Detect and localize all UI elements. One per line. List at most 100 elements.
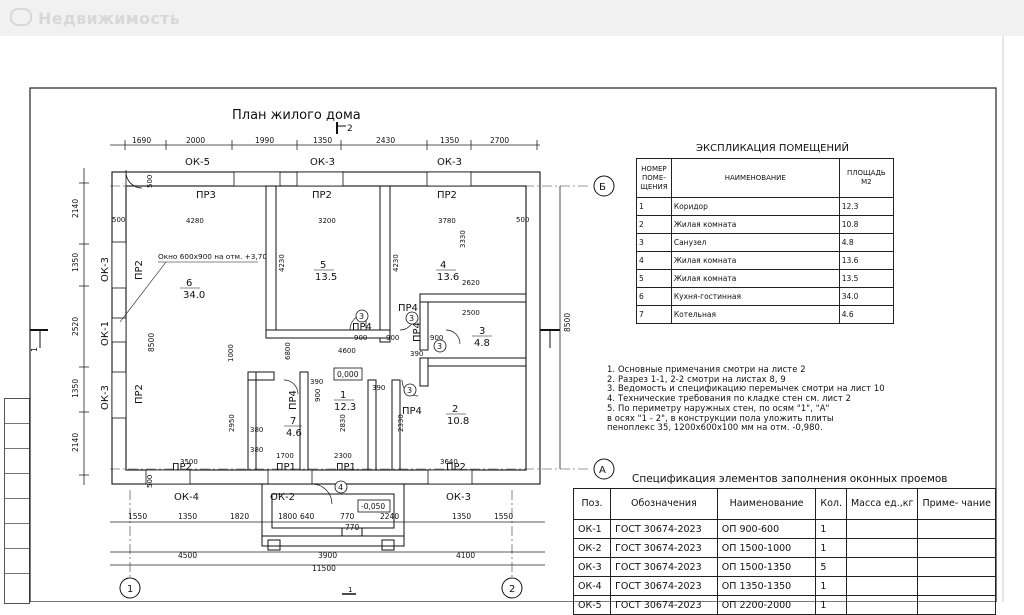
section-label-top: 2 [347,124,353,134]
svg-text:380: 380 [250,426,263,434]
dim-bottom: 770 [340,512,355,521]
dim-top: 2000 [186,136,205,145]
door-label: ПР2 [134,384,145,404]
room-area: 12.3 [334,402,356,413]
plan-title: План жилого дома [232,108,361,123]
door-label: ПР2 [446,462,466,473]
level-main: 0,000 [337,370,359,379]
svg-text:2: 2 [509,584,515,595]
svg-text:900: 900 [314,389,322,402]
door-label: ПР4 [352,322,372,333]
svg-text:2330: 2330 [397,414,405,432]
svg-text:Б: Б [599,182,606,193]
dim-top: 1690 [132,136,151,145]
svg-text:390: 390 [410,350,423,358]
table-header: Приме- чание [917,488,996,520]
room-number: 3 [479,326,485,337]
dim-bottom: 640 [300,512,315,521]
dim-top: 1990 [255,136,274,145]
svg-text:3200: 3200 [318,217,336,225]
circle-marks: 3 3 3 3 4 [334,309,447,494]
door-label: ПР1 [336,462,356,473]
section-mark-right [540,329,560,348]
note-line: в осях "1 - 2", в конструкции пола уложи… [607,412,834,423]
dim-top: 1350 [440,136,459,145]
door-label: ПР4 [398,303,418,314]
svg-text:500: 500 [112,216,125,224]
level-box-main [333,367,363,381]
window-label: ОК-3 [100,385,111,410]
dim-bottom: 1550 [494,512,513,521]
svg-text:3640: 3640 [440,458,458,466]
general-notes: 1. Основные примечания смотри на листе 2… [607,364,997,433]
svg-text:390: 390 [310,378,323,386]
interior-walls [247,185,527,471]
svg-text:1: 1 [30,347,39,352]
table-header: Наименование [716,488,817,520]
axis-marker-2: 2 [501,577,523,599]
dim-bottom-axis: 4500 [178,551,197,560]
drawing-frame [29,87,997,602]
svg-text:2300: 2300 [334,452,352,460]
svg-text:390: 390 [372,384,385,392]
svg-text:3: 3 [437,342,442,351]
dim-bottom-axis: 4100 [456,551,475,560]
note-line: пеноплекс 35, 1200х600х100 мм на отм. -0… [607,422,823,433]
window-note: Окно 600х900 на отм. +3,70 [158,252,267,261]
axis-marker-1: 1 [119,577,141,599]
axis-marker-a: А [593,458,615,480]
dim-left: 2140 [71,199,80,218]
table-header: Обозначения [610,488,718,520]
dim-bottom: 1550 [128,512,147,521]
room-number: 5 [320,260,326,271]
svg-text:500: 500 [146,175,154,188]
svg-text:3: 3 [407,386,412,395]
table-header: НАИМЕНОВАНИЕ [670,158,840,198]
table-header: ПЛОЩАДЬ М2 [838,158,895,198]
note-line: 1. Основные примечания смотри на листе 2 [607,364,806,374]
svg-text:500: 500 [516,216,529,224]
svg-text:1: 1 [127,584,133,595]
svg-text:4230: 4230 [278,254,286,272]
porch [261,483,405,551]
room-area: 34.0 [183,290,205,301]
svg-text:3500: 3500 [180,458,198,466]
svg-text:900: 900 [354,334,367,342]
svg-text:А: А [599,465,606,476]
door-label: ПР2 [312,190,332,201]
note-line: 5. По периметру наружных стен, по осям "… [607,402,830,413]
window-label: ОК-3 [437,157,462,168]
section-mark-top: 2 [336,122,353,134]
window-label: ОК-3 [446,492,471,503]
dim-bottom: 1350 [178,512,197,521]
svg-text:900: 900 [386,334,399,342]
spec-title: Спецификация элементов заполнения оконны… [632,473,947,485]
table-header: Масса ед.,кг [845,488,919,520]
note-line: 2. Разрез 1-1, 2-2 смотри на листах 8, 9 [607,373,786,384]
svg-text:500: 500 [146,475,154,488]
dim-bottom-total: 11500 [312,564,336,573]
window-label: ОК-1 [100,321,111,346]
explication-title: ЭКСПЛИКАЦИЯ ПОМЕЩЕНИЙ [696,141,849,154]
svg-text:2620: 2620 [462,279,480,287]
dim-bottom: 2240 [380,512,399,521]
room-number: 2 [452,404,458,415]
svg-text:4230: 4230 [392,254,400,272]
window-spec-table: Поз. Обозначения Наименование Кол. Масса… [572,488,996,615]
svg-text:2500: 2500 [462,309,480,317]
room-area: 10.8 [447,416,469,427]
sheet-edge [1002,36,1004,602]
svg-text:3: 3 [409,314,414,323]
dim-porch: 770 [345,523,360,532]
door-label: ПР3 [196,190,216,201]
room-area: 4.8 [474,338,490,349]
note-line: 4. Технические требования по кладке стен… [607,393,851,404]
svg-text:4600: 4600 [338,347,356,355]
svg-text:1700: 1700 [276,452,294,460]
dim-left: 1350 [71,253,80,272]
